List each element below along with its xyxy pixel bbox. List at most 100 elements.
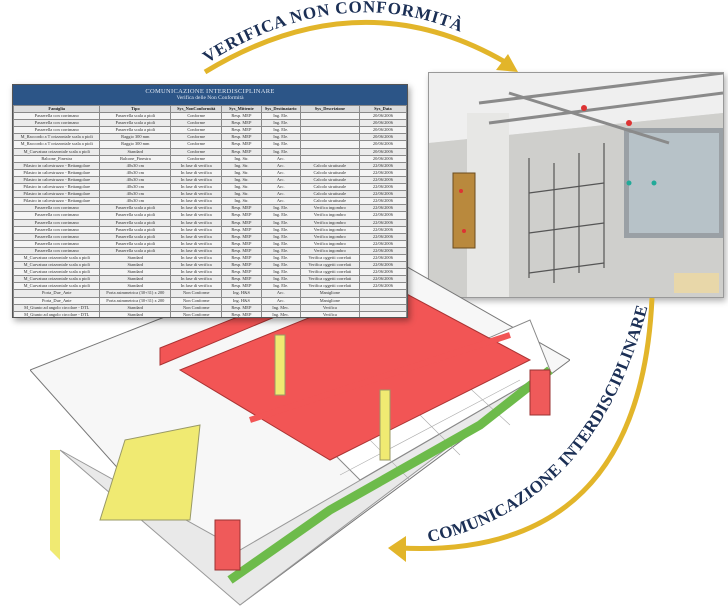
table-cell: Passerella con corrimano <box>13 239 101 248</box>
table-cell: Passerella con corrimano <box>13 211 101 220</box>
table-cell: Resp. MEP <box>221 218 262 227</box>
table-cell: In fase di verifica <box>170 204 223 213</box>
table-cell: M_Curvatura orizzontale scala a pioli <box>13 282 101 291</box>
table-cell: Resp. MEP <box>221 119 262 128</box>
table-cell: Ing. Str. <box>221 161 262 170</box>
table-cell: Resp. MEP <box>221 239 262 248</box>
table-cell: Ing. Ele. <box>260 282 301 291</box>
table-cell: Calcolo strutturale <box>299 197 360 206</box>
table-cell: Raggio 300 mm <box>99 133 172 142</box>
table-cell: In fase di verifica <box>170 211 223 220</box>
table-cell: M_Giunto ad angolo circolare - DTL <box>13 303 101 312</box>
table-cell: In fase di verifica <box>170 261 223 270</box>
top-arrow <box>203 19 507 75</box>
table-cell: Resp. MEP <box>221 246 262 255</box>
table-cell <box>299 133 360 142</box>
table-cell: Passerella con corrimano <box>13 112 101 121</box>
table-cell: 22/06/2006 <box>358 197 407 206</box>
table-cell: Resp. MEP <box>221 225 262 234</box>
table-cell: Passerella scala a pioli <box>99 232 172 241</box>
table-cell: Ing. H&S <box>221 289 262 298</box>
table-cell: Passerella scala a pioli <box>99 211 172 220</box>
table-cell: Pilastro in calcestruzzo - Rettangolare <box>13 175 101 185</box>
table-cell: In fase di verifica <box>170 197 223 206</box>
table-cell: 22/06/2006 <box>358 183 407 192</box>
table-cell: 22/06/2006 <box>358 239 407 248</box>
table-cell: Conforme <box>170 119 223 128</box>
table-cell: Resp. MEP <box>221 268 262 277</box>
table-cell: Passerella con corrimano <box>13 119 101 128</box>
table-cell: Ing. Str. <box>221 154 262 163</box>
table-cell: Ing. Ele. <box>260 275 301 284</box>
table-cell: Ing. Ele. <box>260 261 301 270</box>
table-cell: Resp. MEP <box>221 282 262 291</box>
non-conformity-table: COMUNICAZIONE INTERDISCIPLINARE Verifica… <box>12 84 408 318</box>
table-cell: Calcolo strutturale <box>299 168 360 177</box>
table-cell: Resp. MEP <box>221 303 262 312</box>
table-cell: Pilastro in calcestruzzo - Rettangolare <box>13 190 101 199</box>
table-cell: 22/06/2006 <box>358 268 407 277</box>
table-cell: Ing. Ele. <box>260 112 301 121</box>
table-cell: Conforme <box>170 140 223 149</box>
table-cell: Verifica oggetti correlati <box>299 275 360 284</box>
table-cell: Passerella scala a pioli <box>99 225 172 234</box>
table-cell: Non Conforme <box>170 289 223 298</box>
table-cell <box>299 119 360 128</box>
table-cell: Calcolo strutturale <box>299 183 360 192</box>
table-cell: Porta asimmetrica (30+31) x 200 <box>99 296 172 305</box>
table-cell: Resp. MEP <box>221 261 262 270</box>
table-cell: Arc. <box>260 289 301 298</box>
table-cell: Pilastro in calcestruzzo - Rettangolare <box>13 183 101 192</box>
column-header: Tipo <box>99 104 172 114</box>
table-cell: 22/06/2006 <box>358 218 407 227</box>
table-cell: 22/06/2006 <box>358 211 407 220</box>
column-header: Sys_Mittente <box>221 104 262 114</box>
table-cell: 22/06/2006 <box>358 261 407 270</box>
table-cell: Standard <box>99 253 172 263</box>
table-cell: Ing. Str. <box>221 168 262 177</box>
table-cell: Verifica oggetti correlati <box>299 268 360 277</box>
table-cell: Arc. <box>260 296 301 305</box>
table-cell: Resp. MEP <box>221 232 262 241</box>
table-cell: Verifica ingombro <box>299 204 360 213</box>
table-cell: Arc. <box>260 168 301 177</box>
table-cell: M_Curvatura orizzontale scala a pioli <box>13 147 101 156</box>
table-cell: Passerella con corrimano <box>13 126 101 135</box>
table-cell: Arc. <box>260 175 301 185</box>
table-cell: In fase di verifica <box>170 282 223 291</box>
table-cell: Conforme <box>170 154 223 163</box>
table-cell: Ing. Ele. <box>260 126 301 135</box>
table-cell: Resp. MEP <box>221 147 262 156</box>
table-cell: Conforme <box>170 112 223 121</box>
table-title: COMUNICAZIONE INTERDISCIPLINARE <box>145 88 275 95</box>
table-cell: M_Curvatura orizzontale scala a pioli <box>13 268 101 277</box>
table-cell: 20/06/2006 <box>358 133 407 142</box>
table-cell: Resp. MEP <box>221 126 262 135</box>
table-cell: Verifica ingombro <box>299 239 360 248</box>
table-cell: Ing. H&S <box>221 296 262 305</box>
table-cell: In fase di verifica <box>170 246 223 255</box>
table-cell: Ing. Ele. <box>260 211 301 220</box>
table-cell: 22/06/2006 <box>358 246 407 255</box>
table-cell: Verifica ingombro <box>299 225 360 234</box>
table-cell: Ing. Mec. <box>260 303 301 312</box>
table-cell <box>358 296 407 305</box>
table-cell: Arc. <box>260 197 301 206</box>
